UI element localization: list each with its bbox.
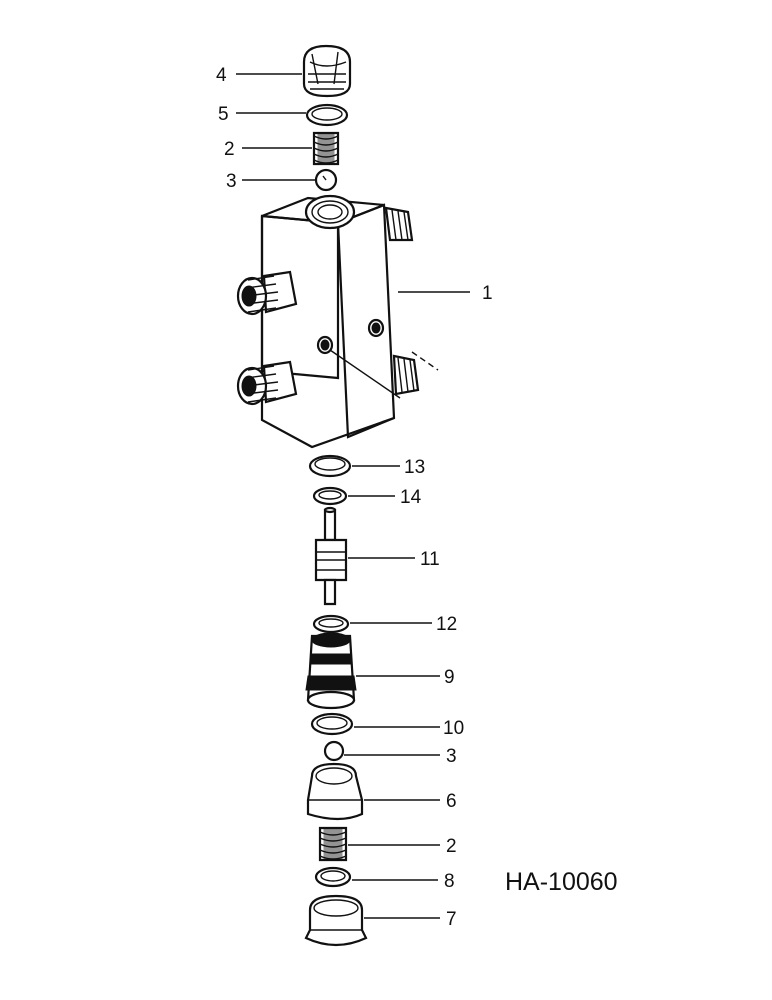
part-plug-7	[304, 894, 368, 947]
callout-3-bottom: 3	[446, 746, 457, 767]
callout-2-bottom: 2	[446, 836, 457, 857]
part-spring-bottom	[318, 826, 348, 862]
callout-5: 5	[218, 104, 229, 125]
fitting-right-lower	[392, 354, 420, 396]
callout-9: 9	[444, 667, 455, 688]
part-seat-6	[306, 762, 364, 821]
part-ball-bottom	[323, 740, 345, 762]
part-seal-10	[310, 712, 354, 736]
callout-14: 14	[400, 487, 422, 508]
fitting-right-upper	[384, 206, 414, 242]
callout-13: 13	[404, 457, 425, 478]
callout-labels: 4 5 2 3 1 13 14 11 12 9 10 3 6 2 8 7	[216, 65, 493, 930]
part-valve-body	[236, 194, 439, 449]
callout-7: 7	[446, 909, 457, 930]
drawing-code: HA-10060	[505, 868, 618, 896]
part-washer-8	[314, 866, 352, 888]
callout-12: 12	[436, 614, 457, 635]
part-sleeve-9	[305, 632, 357, 710]
callout-3-top: 3	[226, 171, 237, 192]
callout-6: 6	[446, 791, 457, 812]
leader-lines	[236, 73, 470, 919]
part-spool-11	[314, 506, 348, 606]
callout-10: 10	[443, 718, 464, 739]
part-washer-top	[305, 103, 349, 127]
callout-8: 8	[444, 871, 455, 892]
part-cap-plug	[302, 44, 352, 98]
callout-11: 11	[420, 549, 440, 570]
part-ball-top	[314, 168, 338, 192]
part-spring-top	[312, 131, 340, 166]
fitting-left-lower	[236, 360, 298, 406]
callout-2-top: 2	[224, 139, 235, 160]
part-seal-13	[308, 454, 352, 478]
callout-4: 4	[216, 65, 227, 86]
fitting-left-upper	[236, 270, 298, 316]
part-ring-12	[312, 614, 350, 634]
callout-1: 1	[482, 283, 493, 304]
part-oring-14	[312, 486, 348, 506]
